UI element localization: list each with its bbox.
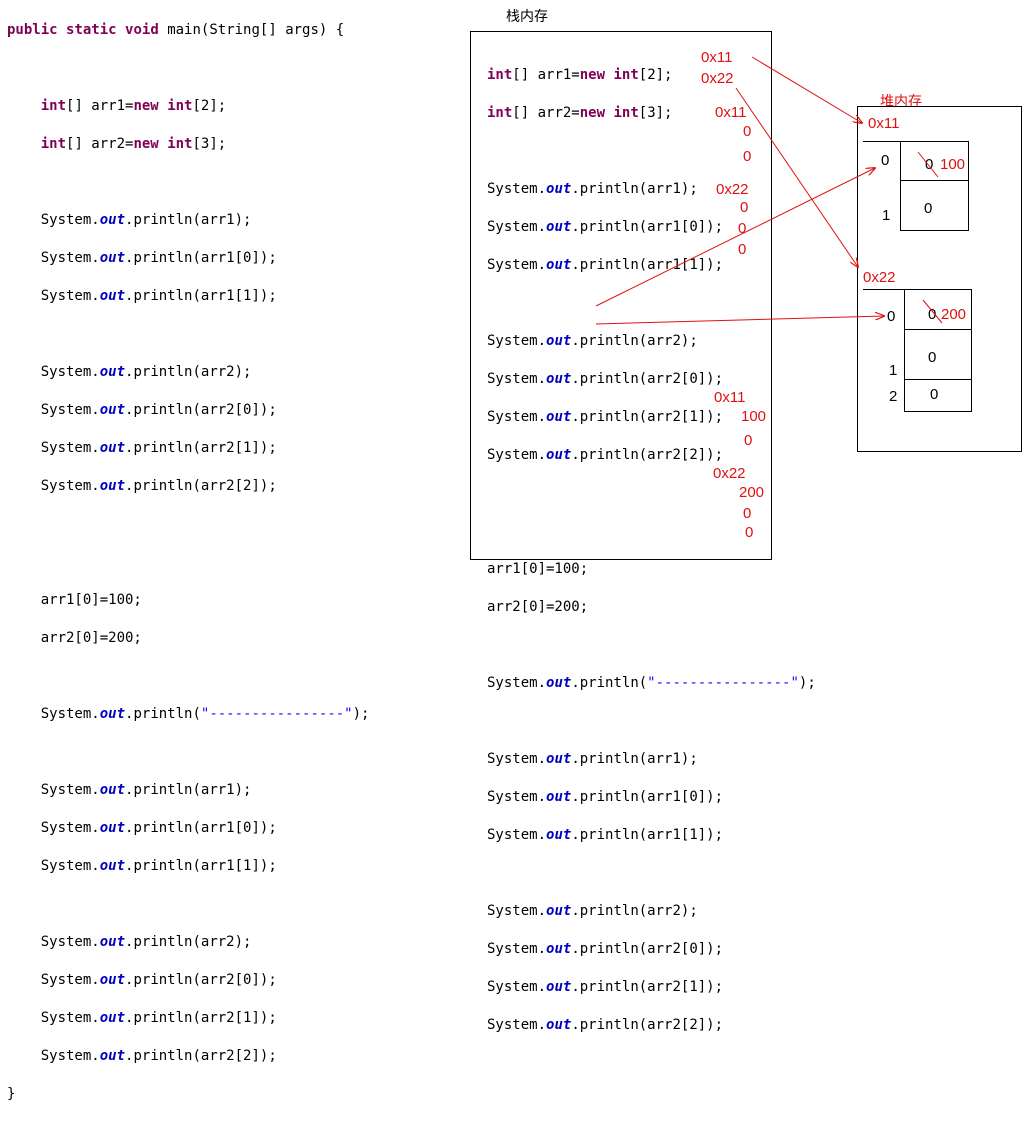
print-line: System.out.println(arr1[0]);	[40, 250, 277, 266]
output-annotation: 100	[741, 408, 767, 425]
arr2-declaration: int[] arr2=new int[3];	[40, 136, 227, 152]
stack-assign-arr2: arr2[0]=200;	[487, 599, 589, 615]
print-line: System.out.println(arr2[1]);	[40, 440, 277, 456]
arr1-header-line	[863, 141, 968, 142]
print-line: System.out.println(arr2[1]);	[487, 409, 724, 425]
print-line: System.out.println(arr2[2]);	[487, 1017, 724, 1033]
output-annotation: 0	[743, 505, 752, 522]
print-line: System.out.println(arr1[1]);	[487, 827, 724, 843]
stack-title: 栈内存	[506, 8, 548, 24]
arr2-cell-divider	[904, 379, 971, 380]
arr2-cell-divider	[904, 329, 971, 330]
arr2-cell-right	[971, 289, 972, 412]
print-line: System.out.println(arr2);	[487, 903, 698, 919]
arr2-index: 0	[887, 308, 896, 325]
arr2-header-line	[863, 289, 971, 290]
arr1-cell-divider	[900, 180, 968, 181]
output-annotation: 0	[738, 241, 747, 258]
arr2-cell-bottom	[904, 411, 971, 412]
print-line: System.out.println(arr2);	[40, 364, 252, 380]
heap-title: 堆内存	[880, 93, 922, 109]
stack-memory-box	[470, 31, 772, 560]
print-line: System.out.println(arr2[0]);	[40, 402, 277, 418]
print-line: System.out.println(arr2[0]);	[40, 972, 277, 988]
reference-arrows	[595, 56, 943, 325]
arr1-cell-bottom	[900, 230, 968, 231]
print-line: System.out.println(arr1);	[40, 212, 252, 228]
arr2-strike-mark	[922, 299, 943, 324]
assign-arr2: arr2[0]=200;	[40, 630, 142, 646]
arr2-old-value: 0	[928, 306, 937, 323]
stack-addr-arr1: 0x11	[701, 49, 733, 66]
arr2-value: 0	[930, 386, 939, 403]
print-line: System.out.println(arr2[0]);	[487, 371, 724, 387]
print-line: System.out.println(arr1[1]);	[487, 257, 724, 273]
print-line: System.out.println(arr2);	[40, 934, 252, 950]
arr1-old-value: 0	[925, 156, 934, 173]
output-annotation: 0x11	[714, 389, 746, 406]
output-annotation: 0	[744, 432, 753, 449]
arr2-new-value: 200	[941, 306, 967, 323]
assign-arr1-arrow	[595, 168, 875, 307]
print-line: System.out.println(arr1[1]);	[40, 288, 277, 304]
stack-addr-arr2: 0x22	[701, 70, 734, 87]
stack-arr1-declaration: int[] arr1=new int[2];	[487, 67, 673, 83]
output-annotation: 0x22	[716, 181, 749, 198]
print-line: System.out.println(arr1[0]);	[40, 820, 277, 836]
output-annotation: 0x22	[713, 465, 746, 482]
arr1-strike-mark	[917, 151, 939, 178]
heap-memory-box	[857, 106, 1022, 452]
arr1-declaration: int[] arr1=new int[2];	[40, 98, 227, 114]
arr1-cell-left	[900, 141, 901, 231]
arr2-cell-left	[904, 289, 905, 412]
arr2-reference-arrow	[735, 87, 858, 267]
output-annotation: 0	[743, 148, 752, 165]
output-annotation: 0x11	[715, 104, 747, 121]
output-annotation: 200	[739, 484, 765, 501]
output-annotation: 0	[740, 199, 749, 216]
assign-arr2-arrow	[595, 316, 884, 325]
print-line: System.out.println(arr2[2]);	[40, 1048, 277, 1064]
print-line: System.out.println(arr1[0]);	[487, 219, 724, 235]
print-line: System.out.println(arr2[2]);	[40, 478, 277, 494]
separator-print: System.out.println("----------------");	[40, 706, 370, 722]
heap-arr2-address: 0x22	[863, 269, 896, 286]
arr1-index: 1	[882, 207, 891, 224]
print-line: System.out.println(arr2);	[487, 333, 698, 349]
print-line: System.out.println(arr1);	[40, 782, 252, 798]
arr1-reference-arrow	[751, 56, 862, 123]
heap-arr1-address: 0x11	[868, 115, 900, 132]
arr2-value: 0	[928, 349, 937, 366]
arr2-index: 2	[889, 388, 898, 405]
arr1-value: 0	[924, 200, 933, 217]
arr1-new-value: 100	[940, 156, 966, 173]
main-signature: public static void main(String[] args) {	[7, 22, 345, 38]
closing-brace: }	[7, 1086, 16, 1102]
assign-arr1: arr1[0]=100;	[40, 592, 142, 608]
arr1-index: 0	[881, 152, 890, 169]
stack-arr2-declaration: int[] arr2=new int[3];	[487, 105, 673, 121]
arr1-cell-right	[968, 141, 969, 231]
print-line: System.out.println(arr2[2]);	[487, 447, 724, 463]
print-line: System.out.println(arr2[1]);	[40, 1010, 277, 1026]
print-line: System.out.println(arr1);	[487, 751, 698, 767]
print-line: System.out.println(arr1[0]);	[487, 789, 724, 805]
separator-print: System.out.println("----------------");	[487, 675, 816, 691]
output-annotation: 0	[743, 123, 752, 140]
output-annotation: 0	[738, 220, 747, 237]
arr2-index: 1	[889, 362, 898, 379]
print-line: System.out.println(arr2[1]);	[487, 979, 724, 995]
print-line: System.out.println(arr2[0]);	[487, 941, 724, 957]
print-line: System.out.println(arr1[1]);	[40, 858, 277, 874]
output-annotation: 0	[745, 524, 754, 541]
print-line: System.out.println(arr1);	[487, 181, 698, 197]
